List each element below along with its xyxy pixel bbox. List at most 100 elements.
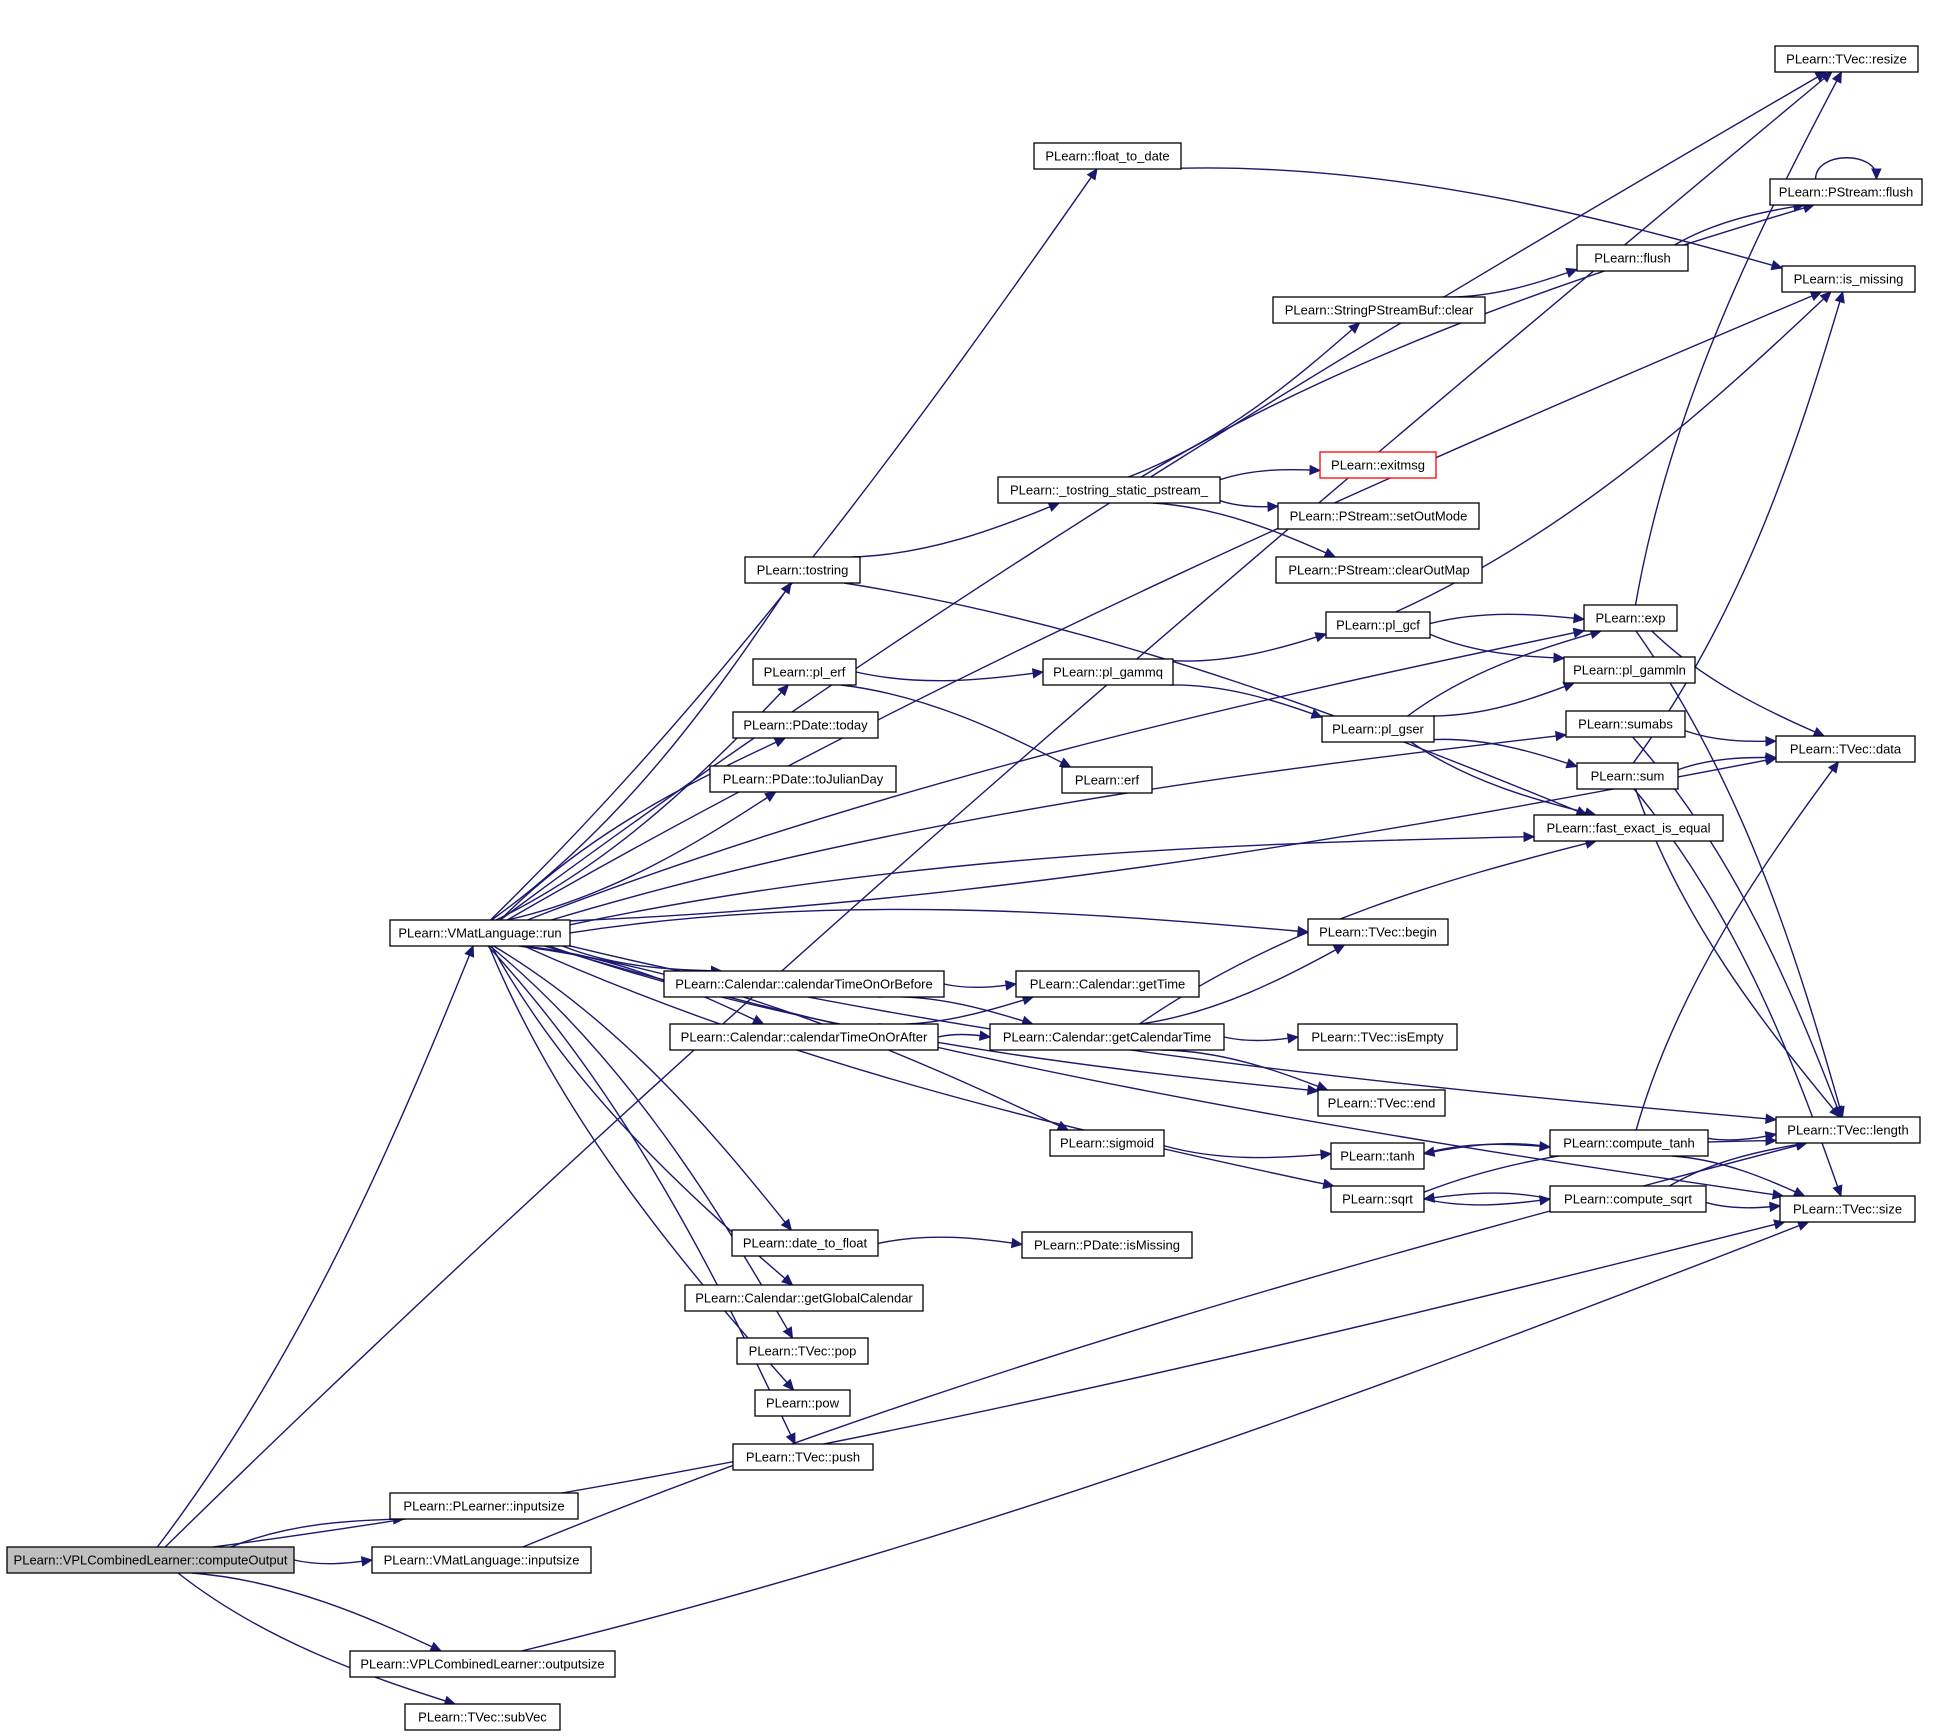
node-sum[interactable]: PLearn::sum — [1576, 762, 1679, 790]
node-float_to_date[interactable]: PLearn::float_to_date — [1033, 142, 1182, 170]
node-box — [1275, 556, 1483, 584]
node-psflush[interactable]: PLearn::PStream::flush — [1769, 178, 1923, 206]
node-getCalendarTime[interactable]: PLearn::Calendar::getCalendarTime — [989, 1023, 1225, 1051]
node-pl_gcf[interactable]: PLearn::pl_gcf — [1325, 611, 1431, 639]
node-compute_sqrt[interactable]: PLearn::compute_sqrt — [1549, 1185, 1707, 1213]
edge-arrowhead — [1422, 1192, 1436, 1203]
edge-vmrun-to-toJulianDay — [507, 791, 777, 921]
edge-line — [1442, 271, 1570, 298]
node-box — [1779, 1195, 1916, 1223]
edge-pl_gcf-to-pl_gammln — [1429, 633, 1566, 664]
edge-vmrun-to-fast_exact — [569, 831, 1536, 926]
node-erf[interactable]: PLearn::erf — [1061, 766, 1153, 794]
node-clearOutMap[interactable]: PLearn::PStream::clearOutMap — [1275, 556, 1483, 584]
node-size[interactable]: PLearn::TVec::size — [1779, 1195, 1916, 1223]
edge-compute_sqrt-to-sqrt — [1422, 1192, 1551, 1203]
edge-line — [1674, 205, 1797, 246]
node-label: PLearn::date_to_float — [743, 1236, 868, 1251]
node-today[interactable]: PLearn::PDate::today — [732, 711, 879, 739]
node-sigmoid[interactable]: PLearn::sigmoid — [1049, 1129, 1165, 1157]
node-flush[interactable]: PLearn::flush — [1576, 244, 1689, 272]
edge-sigmoid-to-tanh — [1163, 1145, 1333, 1160]
node-push[interactable]: PLearn::TVec::push — [732, 1443, 874, 1471]
node-length[interactable]: PLearn::TVec::length — [1775, 1116, 1921, 1144]
node-setOutMode[interactable]: PLearn::PStream::setOutMode — [1277, 502, 1480, 530]
node-tostring[interactable]: PLearn::tostring — [744, 556, 861, 584]
edge-arrowhead — [1809, 291, 1823, 301]
edge-arrowhead — [1323, 547, 1337, 558]
node-isEmpty[interactable]: PLearn::TVec::isEmpty — [1297, 1023, 1458, 1051]
edge-pl_gcf-to-exp — [1429, 612, 1586, 625]
node-fast_exact[interactable]: PLearn::fast_exact_is_equal — [1533, 814, 1724, 842]
edge-arrowhead — [1553, 652, 1566, 664]
node-pl_gammln[interactable]: PLearn::pl_gammln — [1563, 656, 1696, 684]
node-label: PLearn::PStream::setOutMode — [1290, 509, 1468, 524]
node-spsbclear[interactable]: PLearn::StringPStreamBuf::clear — [1272, 296, 1486, 324]
edge-arrowhead — [1565, 267, 1579, 278]
node-sqrt[interactable]: PLearn::sqrt — [1330, 1185, 1425, 1213]
node-box — [744, 556, 861, 584]
node-tostring_static[interactable]: PLearn::_tostring_static_pstream_ — [997, 476, 1221, 504]
node-plinputsize[interactable]: PLearn::PLearner::inputsize — [389, 1492, 579, 1520]
edge-compute_tanh-to-tvdata — [1635, 761, 1840, 1131]
node-label: PLearn::VPLCombinedLearner::computeOutpu… — [14, 1553, 288, 1568]
edge-arrowhead — [1796, 1220, 1810, 1231]
node-tvdata[interactable]: PLearn::TVec::data — [1775, 735, 1916, 763]
node-box — [389, 919, 571, 947]
node-pl_erf[interactable]: PLearn::pl_erf — [752, 658, 857, 686]
node-toJulianDay[interactable]: PLearn::PDate::toJulianDay — [709, 765, 897, 793]
edge-line — [840, 684, 1064, 764]
node-exp[interactable]: PLearn::exp — [1583, 604, 1678, 632]
edge-arrowhead — [1819, 291, 1832, 304]
edge-getCalendarTime-to-end — [1161, 1049, 1329, 1092]
edge-arrowhead — [764, 791, 777, 803]
node-pop[interactable]: PLearn::TVec::pop — [736, 1337, 869, 1365]
node-pl_gser[interactable]: PLearn::pl_gser — [1321, 715, 1435, 743]
edge-arrowhead — [1769, 1201, 1782, 1213]
node-computeOutput[interactable]: PLearn::VPLCombinedLearner::computeOutpu… — [6, 1546, 295, 1574]
node-box — [1033, 142, 1182, 170]
node-vmrun[interactable]: PLearn::VMatLanguage::run — [389, 919, 571, 947]
edge-arrowhead — [777, 684, 790, 697]
node-begin[interactable]: PLearn::TVec::begin — [1307, 918, 1449, 946]
node-isMissing[interactable]: PLearn::PDate::isMissing — [1021, 1231, 1193, 1259]
edge-vmrun-to-pow — [488, 945, 795, 1391]
node-box — [1330, 1142, 1425, 1170]
node-label: PLearn::sumabs — [1578, 717, 1673, 732]
node-ctoob[interactable]: PLearn::Calendar::calendarTimeOnOrBefore — [663, 970, 945, 998]
edge-arrowhead — [773, 737, 787, 748]
node-vminputsize[interactable]: PLearn::VMatLanguage::inputsize — [371, 1546, 592, 1574]
node-exitmsg[interactable]: PLearn::exitmsg — [1319, 451, 1437, 479]
edge-line — [1669, 1143, 1799, 1187]
edge-compute_sqrt-to-size — [1705, 1201, 1782, 1213]
edge-arrowhead — [1765, 736, 1778, 747]
edge-line — [844, 582, 1580, 813]
edge-line — [1429, 633, 1557, 659]
node-box — [1781, 265, 1916, 293]
edge-arrowhead — [1554, 730, 1568, 742]
node-pl_gammq[interactable]: PLearn::pl_gammq — [1042, 658, 1174, 686]
edge-line — [177, 1572, 448, 1703]
node-subVec[interactable]: PLearn::TVec::subVec — [404, 1703, 561, 1731]
edge-line — [493, 945, 787, 1225]
node-box — [1049, 1129, 1165, 1157]
node-getGlobalCalendar[interactable]: PLearn::Calendar::getGlobalCalendar — [684, 1284, 924, 1312]
node-compute_tanh[interactable]: PLearn::compute_tanh — [1549, 1129, 1709, 1157]
node-box — [732, 711, 879, 739]
node-pow[interactable]: PLearn::pow — [754, 1389, 851, 1417]
node-resize[interactable]: PLearn::TVec::resize — [1774, 45, 1919, 73]
node-ctooa[interactable]: PLearn::Calendar::calendarTimeOnOrAfter — [669, 1023, 939, 1051]
node-is_missing[interactable]: PLearn::is_missing — [1781, 265, 1916, 293]
node-end[interactable]: PLearn::TVec::end — [1317, 1089, 1446, 1117]
node-date_to_float[interactable]: PLearn::date_to_float — [731, 1229, 879, 1257]
edge-line — [506, 294, 1815, 921]
edge-exp-to-resize — [1634, 70, 1843, 606]
node-outputsize[interactable]: PLearn::VPLCombinedLearner::outputsize — [349, 1650, 616, 1678]
edge-arrowhead — [1792, 1186, 1806, 1197]
edge-line — [1423, 1198, 1543, 1206]
node-sumabs[interactable]: PLearn::sumabs — [1565, 710, 1686, 738]
node-getTime[interactable]: PLearn::Calendar::getTime — [1015, 970, 1200, 998]
node-label: PLearn::fast_exact_is_equal — [1546, 821, 1710, 836]
node-tanh[interactable]: PLearn::tanh — [1330, 1142, 1425, 1170]
edge-arrowhead — [1307, 1084, 1320, 1096]
